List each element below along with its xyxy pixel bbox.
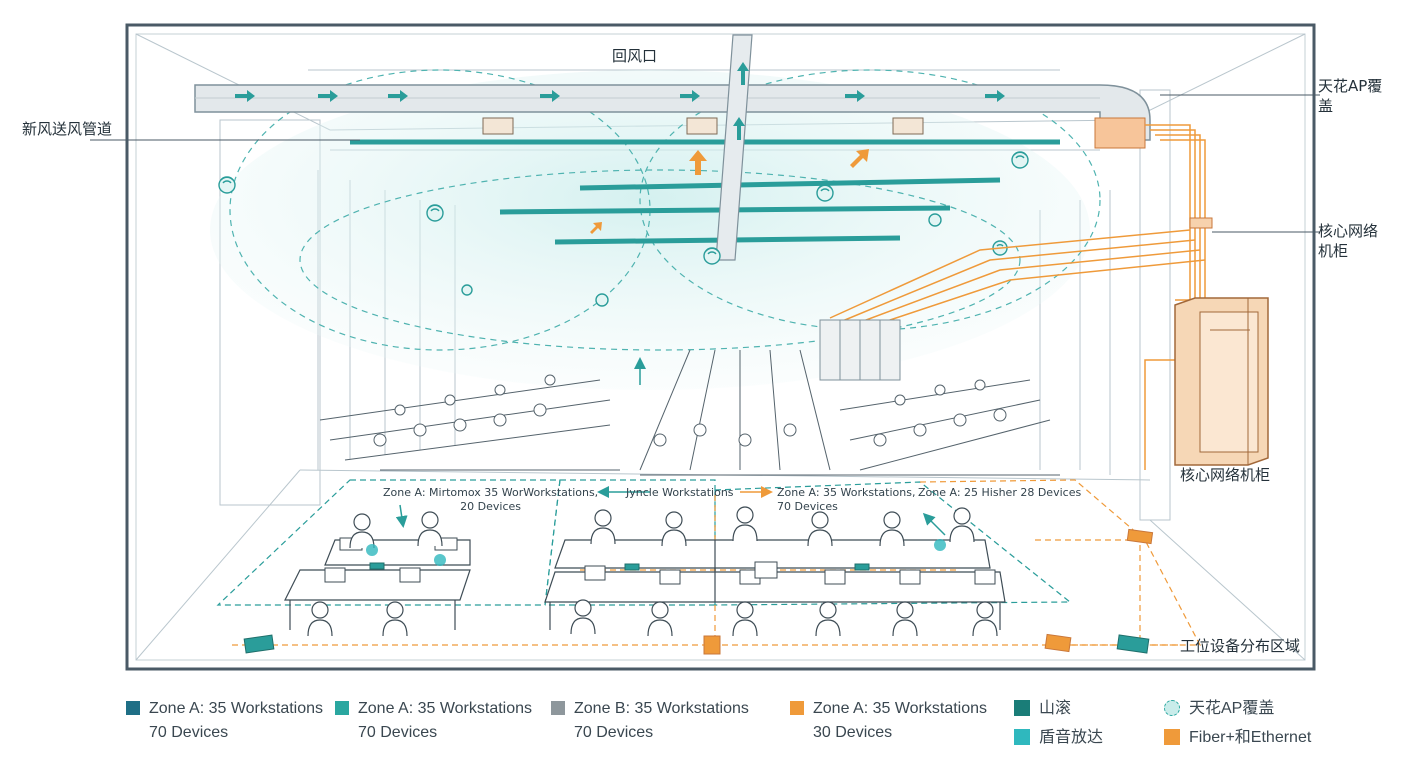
return-air-label: 回风口: [612, 47, 658, 65]
zone-label-2: Jyncle Workstations: [626, 486, 734, 499]
core-rack-label: 核心网络机柜: [1180, 466, 1271, 484]
legend-swatch: [335, 701, 349, 715]
zone-label-1: Zone A: Mirtomox 35 WorWorkstations, 20 …: [383, 486, 599, 513]
core-network-rack: [1174, 297, 1269, 466]
legend-item-6: 盾音放达: [1014, 726, 1103, 750]
ceiling-ap-label: 天花AP覆 盖: [1318, 77, 1383, 115]
legend-swatch: [551, 701, 565, 715]
floor-devices: [243, 528, 1154, 655]
legend-swatch: [126, 701, 140, 715]
legend-item-ceiling-ap: 天花AP覆盖: [1164, 697, 1274, 721]
zone-d-boundary: [919, 479, 1201, 646]
zone-label-4: Zone A: 25 Hisher 28 Devices: [918, 486, 1082, 499]
legend-item-fiber-ethernet: Fiber+和Ethernet: [1164, 726, 1311, 750]
zone-label-3: Zone A: 35 Workstations, 70 Devices: [777, 486, 916, 513]
ceiling-diffusers: [482, 117, 1146, 149]
airflow-cloud: [210, 70, 1090, 390]
legend-swatch: [1164, 729, 1180, 745]
workstation-area-label: 工位设备分布区域: [1180, 637, 1301, 655]
core-rack-side-label: 核心网络 机柜: [1318, 222, 1379, 260]
back-workstation-rows: [319, 349, 1060, 476]
back-people: [373, 374, 1007, 447]
network-cabling: [829, 124, 1206, 470]
ap-coverage-icon: [1164, 700, 1180, 716]
legend-swatch: [790, 701, 804, 715]
legend-swatch: [1014, 729, 1030, 745]
return-air-pipe: [715, 34, 753, 261]
supply-ducts: [350, 139, 1060, 245]
front-people: [307, 506, 998, 637]
fresh-air-duct-label: 新风送风管道: [22, 120, 113, 138]
legend-item-5: 山滚: [1014, 697, 1071, 721]
legend-swatch: [1014, 700, 1030, 716]
